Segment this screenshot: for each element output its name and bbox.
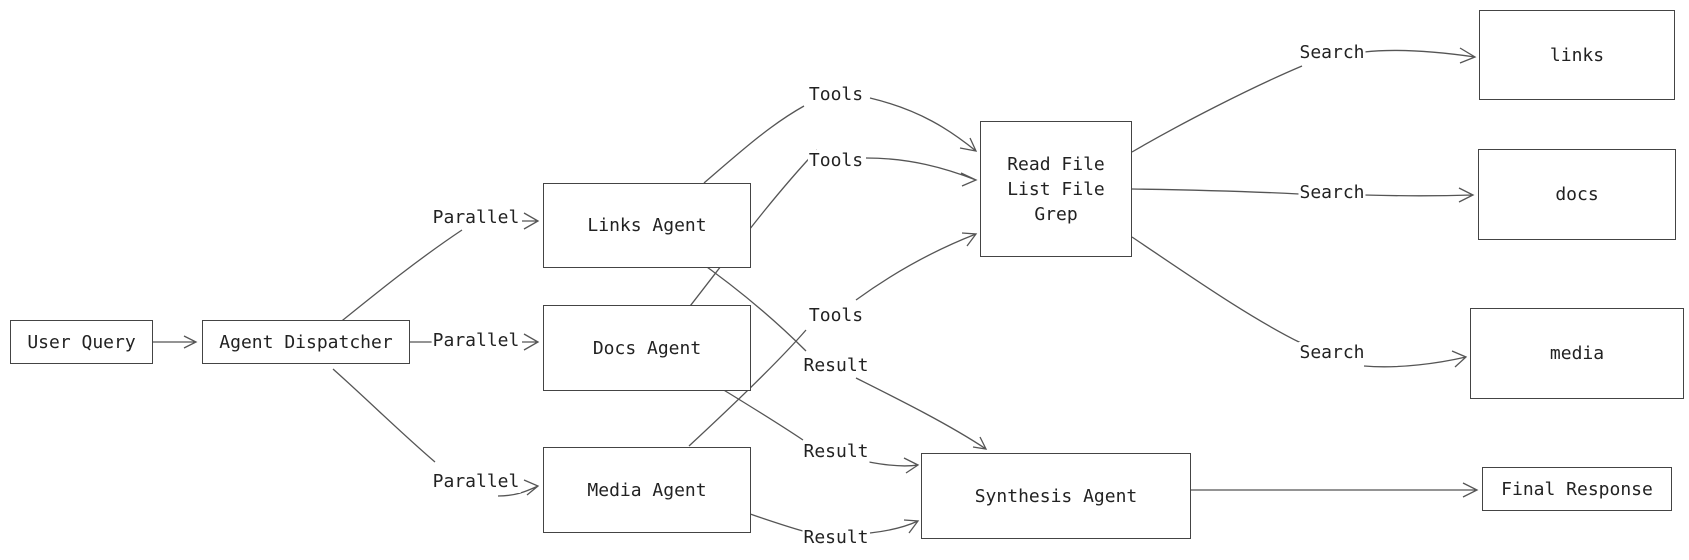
edge-tools-to-media xyxy=(1131,236,1468,368)
edge-label-parallel-docs: Parallel xyxy=(431,330,521,352)
edge-links-agent-to-tools xyxy=(703,97,978,184)
final-response-node: Final Response xyxy=(1482,467,1672,511)
edge-label-result-media: Result xyxy=(802,527,870,549)
links-agent-node: Links Agent xyxy=(543,183,751,268)
user-query-label: User Query xyxy=(27,331,136,353)
edge-label-tools-links: Tools xyxy=(807,84,865,106)
docs-label: docs xyxy=(1555,184,1599,205)
edge-label-result-links: Result xyxy=(802,355,870,377)
edge-label-search-links: Search xyxy=(1298,42,1366,64)
edge-dispatcher-to-media-agent xyxy=(332,368,540,497)
media-agent-label: Media Agent xyxy=(587,479,707,501)
edge-tools-to-docs xyxy=(1131,187,1475,203)
edge-label-tools-docs: Tools xyxy=(807,150,865,172)
links-label: links xyxy=(1549,44,1605,66)
tools-label: Read File List File Grep xyxy=(1007,153,1105,225)
links-agent-label: Links Agent xyxy=(587,215,707,236)
edge-label-tools-media: Tools xyxy=(807,305,865,327)
docs-agent-label: Docs Agent xyxy=(592,337,702,359)
edge-label-parallel-media: Parallel xyxy=(431,471,521,493)
final-response-label: Final Response xyxy=(1501,478,1653,500)
tools-node: Read File List File Grep xyxy=(980,121,1132,257)
links-node: links xyxy=(1479,10,1675,100)
media-label: media xyxy=(1549,343,1605,364)
edge-query-to-dispatcher xyxy=(152,335,198,349)
user-query-node: User Query xyxy=(10,320,153,364)
edge-tools-to-links xyxy=(1131,47,1477,153)
edge-media-agent-to-synthesis xyxy=(749,513,920,534)
edge-label-parallel-links: Parallel xyxy=(431,207,521,229)
media-node: media xyxy=(1470,308,1684,399)
edge-synthesis-to-final-response xyxy=(1191,482,1479,498)
agent-dispatcher-label: Agent Dispatcher xyxy=(219,331,393,353)
synthesis-agent-node: Synthesis Agent xyxy=(921,453,1191,539)
docs-node: docs xyxy=(1478,149,1676,240)
edge-links-agent-to-synthesis xyxy=(692,256,988,450)
edge-label-search-media: Search xyxy=(1298,342,1366,364)
edge-label-search-docs: Search xyxy=(1298,182,1366,204)
edge-label-result-docs: Result xyxy=(802,441,870,463)
edge-dispatcher-to-links-agent xyxy=(337,212,540,325)
agent-dispatcher-node: Agent Dispatcher xyxy=(202,320,410,364)
media-agent-node: Media Agent xyxy=(543,447,751,533)
docs-agent-node: Docs Agent xyxy=(543,305,751,391)
edge-dispatcher-to-docs-agent xyxy=(410,333,540,351)
synthesis-agent-label: Synthesis Agent xyxy=(974,485,1138,507)
